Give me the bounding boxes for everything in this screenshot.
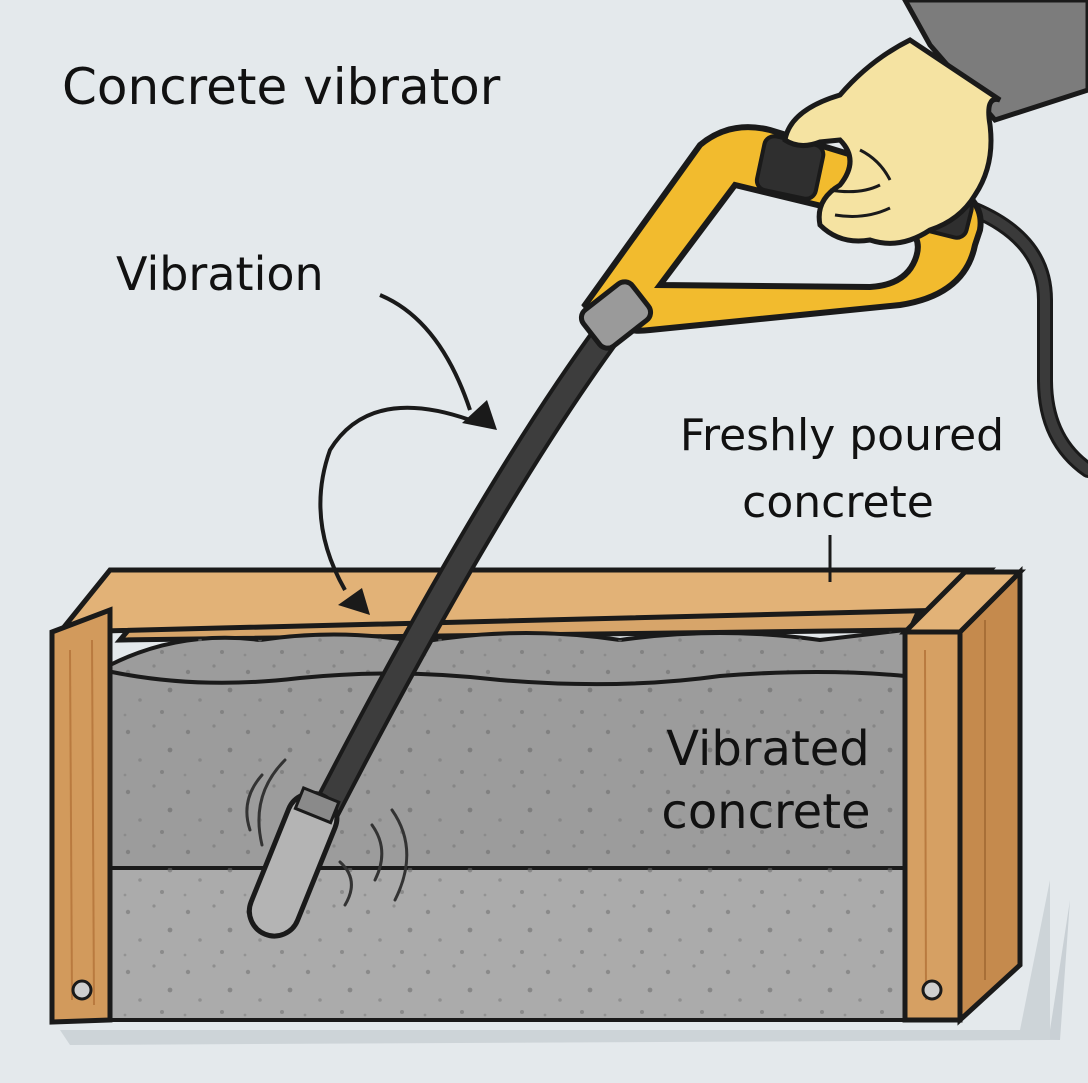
fresh-concrete-label-line2: concrete: [742, 477, 934, 528]
right-post-front: [905, 632, 960, 1020]
vibrated-concrete-texture: [110, 868, 905, 1020]
right-post-side: [960, 572, 1020, 1020]
bolt-icon: [73, 981, 91, 999]
diagram-title: Concrete vibrator: [62, 58, 501, 116]
vibrated-concrete-label-line2: concrete: [661, 784, 870, 840]
vibrated-concrete-label-line1: Vibrated: [666, 721, 870, 777]
bolt-icon: [923, 981, 941, 999]
fresh-concrete-label-line1: Freshly poured: [680, 410, 1004, 461]
left-post: [52, 610, 110, 1022]
vibration-label: Vibration: [116, 247, 324, 301]
curved-arrow-icon: [380, 295, 470, 410]
wood-grain: [925, 650, 926, 1000]
